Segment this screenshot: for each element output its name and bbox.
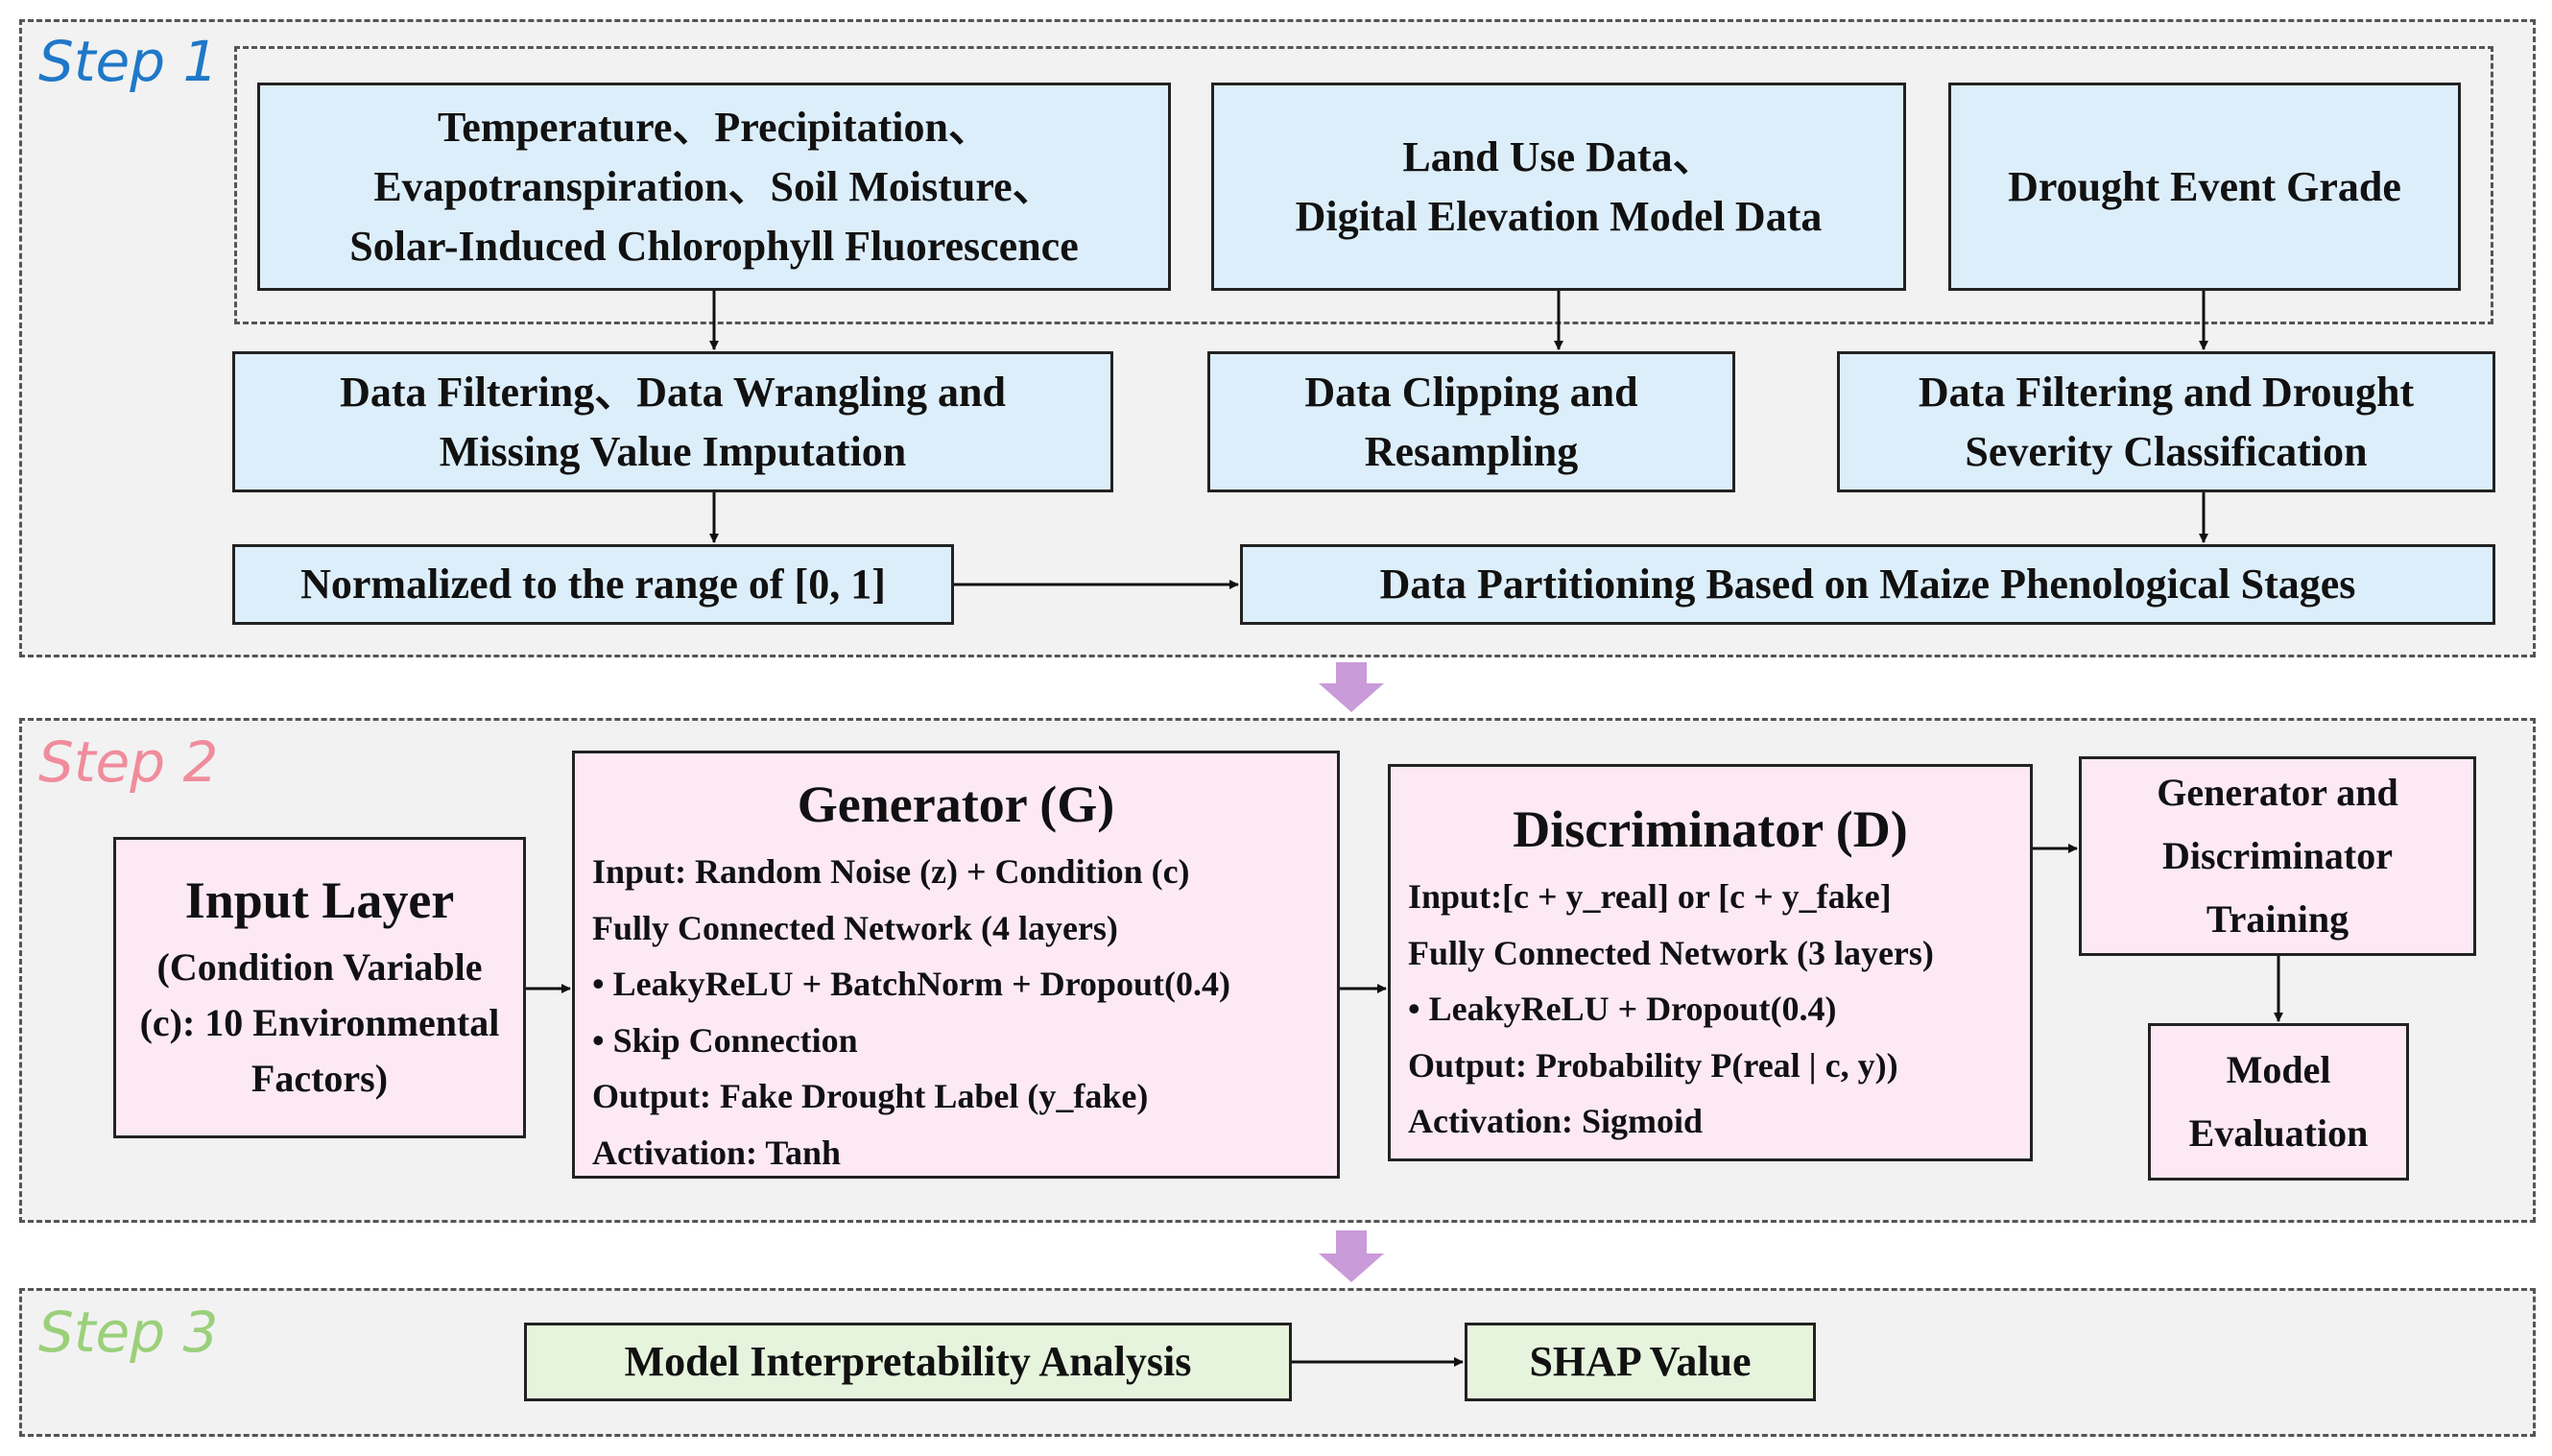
generator-line-2: Fully Connected Network (4 layers): [592, 908, 1118, 947]
input-layer-line-1: (Condition Variable: [156, 945, 483, 989]
interpretability-text: Model Interpretability Analysis: [624, 1338, 1192, 1385]
discriminator-title: Discriminator (D): [1513, 800, 1908, 858]
step2-label: Step 2: [38, 729, 219, 795]
data-filtering-box: Data Filtering、Data Wrangling and Missin…: [232, 351, 1113, 492]
discriminator-line-5: Activation: Sigmoid: [1408, 1102, 1704, 1140]
generator-line-1: Input: Random Noise (z) + Condition (c): [592, 852, 1190, 891]
generator-line-5: Output: Fake Drought Label (y_fake): [592, 1077, 1149, 1115]
generator-details: Input: Random Noise (z) + Condition (c) …: [575, 844, 1337, 1181]
generator-line-6: Activation: Tanh: [592, 1133, 842, 1172]
input-layer-line-3: Factors): [250, 1057, 389, 1100]
data-clipping-line-1: Data Clipping and: [1304, 368, 1638, 416]
drought-severity-line-1: Data Filtering and Drought: [1918, 368, 2415, 416]
training-box: Generator and Discriminator Training: [2079, 756, 2476, 956]
training-line-3: Training: [2206, 897, 2349, 941]
big-arrow-step1-to-step2: [1319, 662, 1384, 712]
step1-label: Step 1: [38, 29, 219, 94]
discriminator-details: Input:[c + y_real] or [c + y_fake] Fully…: [1391, 869, 2030, 1150]
climate-variables-box: Temperature、Precipitation、 Evapotranspir…: [257, 83, 1171, 291]
drought-event-grade-box: Drought Event Grade: [1948, 83, 2461, 291]
generator-line-3: • LeakyReLU + BatchNorm + Dropout(0.4): [592, 965, 1230, 1003]
climate-variables-line-3: Solar-Induced Chlorophyll Fluorescence: [349, 222, 1079, 270]
evaluation-box: Model Evaluation: [2148, 1023, 2409, 1181]
data-partitioning-box: Data Partitioning Based on Maize Phenolo…: [1240, 544, 2495, 625]
shap-value-box: SHAP Value: [1465, 1323, 1816, 1401]
data-clipping-line-2: Resampling: [1364, 427, 1579, 475]
generator-box: Generator (G) Input: Random Noise (z) + …: [572, 751, 1340, 1179]
data-clipping-box: Data Clipping and Resampling: [1207, 351, 1735, 492]
discriminator-line-4: Output: Probability P(real | c, y)): [1408, 1045, 1898, 1085]
land-use-line-2: Digital Elevation Model Data: [1295, 192, 1823, 240]
generator-line-4: • Skip Connection: [592, 1020, 858, 1060]
discriminator-line-3: • LeakyReLU + Dropout(0.4): [1408, 990, 1837, 1028]
input-layer-line-2: (c): 10 Environmental: [139, 1001, 500, 1044]
discriminator-line-2: Fully Connected Network (3 layers): [1408, 933, 1934, 972]
drought-severity-box: Data Filtering and Drought Severity Clas…: [1837, 351, 2495, 492]
input-layer-box: Input Layer (Condition Variable (c): 10 …: [113, 837, 526, 1138]
training-line-1: Generator and: [2157, 771, 2398, 814]
discriminator-line-1: Input:[c + y_real] or [c + y_fake]: [1408, 877, 1892, 916]
interpretability-box: Model Interpretability Analysis: [524, 1323, 1292, 1401]
generator-title: Generator (G): [797, 776, 1115, 833]
data-filtering-line-1: Data Filtering、Data Wrangling and: [340, 368, 1006, 416]
step1-input-group: [234, 46, 2493, 324]
big-arrow-step2-to-step3: [1319, 1230, 1384, 1282]
drought-severity-line-2: Severity Classification: [1965, 427, 2368, 475]
step3-label: Step 3: [38, 1300, 219, 1365]
data-partitioning-text: Data Partitioning Based on Maize Phenolo…: [1379, 561, 2356, 608]
shap-value-text: SHAP Value: [1529, 1338, 1752, 1385]
evaluation-line-2: Evaluation: [2188, 1111, 2369, 1155]
land-use-line-1: Land Use Data、: [1402, 132, 1715, 180]
evaluation-line-1: Model: [2226, 1048, 2331, 1091]
training-line-2: Discriminator: [2162, 834, 2393, 877]
normalize-box: Normalized to the range of [0, 1]: [232, 544, 954, 625]
data-filtering-line-2: Missing Value Imputation: [439, 427, 907, 475]
input-layer-title: Input Layer: [184, 871, 455, 929]
normalize-text: Normalized to the range of [0, 1]: [300, 561, 886, 608]
climate-variables-line-2: Evapotranspiration、Soil Moisture、: [373, 162, 1055, 210]
land-use-dem-box: Land Use Data、 Digital Elevation Model D…: [1211, 83, 1906, 291]
drought-grade-line-1: Drought Event Grade: [2008, 162, 2401, 210]
discriminator-box: Discriminator (D) Input:[c + y_real] or …: [1388, 764, 2033, 1161]
climate-variables-line-1: Temperature、Precipitation、: [438, 103, 990, 151]
